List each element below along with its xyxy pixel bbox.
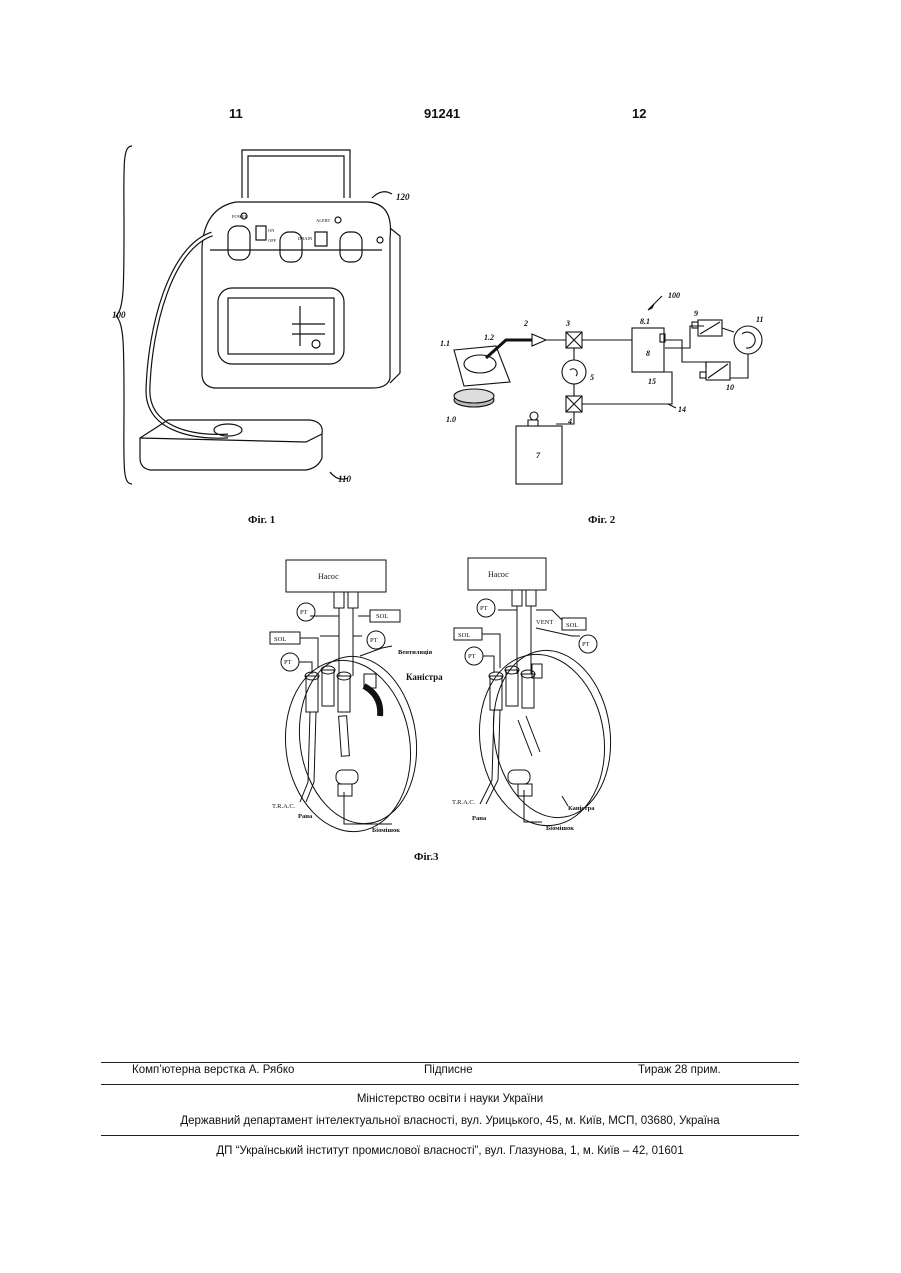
- left-wound-label: Рана: [298, 813, 313, 820]
- left-biobag-label: Біомішок: [372, 827, 400, 834]
- ref-100-fig2: 100: [668, 291, 680, 300]
- left-trac-label: T.R.A.C.: [272, 803, 296, 810]
- ref-120: 120: [396, 192, 410, 202]
- footer-rule-top: [101, 1062, 799, 1063]
- ref-100: 100: [112, 310, 126, 320]
- footer-ministry: Міністерство освіти і науки України: [101, 1093, 799, 1105]
- right-pt-3: PT: [468, 653, 476, 660]
- right-pt-1: PT: [480, 605, 488, 612]
- left-pump-label: Насос: [318, 572, 339, 581]
- left-sol-1: SOL: [376, 613, 388, 620]
- hose: [148, 234, 228, 436]
- ref-14: 14: [678, 405, 686, 414]
- right-biobag-label: Біомішок: [546, 825, 574, 832]
- right-pt-2: PT: [582, 641, 590, 648]
- fig2-caption: Фіг. 2: [588, 514, 615, 526]
- footer-department: Державний департамент інтелектуальної вл…: [101, 1115, 799, 1127]
- fig1-caption: Фіг. 1: [248, 514, 275, 526]
- label-drain: DRAIN: [298, 236, 313, 241]
- ref-7: 7: [536, 451, 541, 460]
- figure-3-canister-diagrams: Насос PT SOL SOL PT PT Вентиляція Каніст…: [262, 556, 622, 846]
- footer-layout-credit: Комп’ютерна верстка А. Рябко: [132, 1064, 294, 1076]
- ref-5: 5: [590, 373, 594, 382]
- ref-9: 9: [694, 309, 698, 318]
- figure-1-device-drawing: 100 120 110 POWER ON OFF ALERT DRAIN: [110, 138, 410, 498]
- ref-10: 10: [726, 383, 734, 392]
- ref-8-1: 8.1: [640, 317, 650, 326]
- ref-1-1: 1.1: [440, 339, 450, 348]
- patent-number: 91241: [424, 106, 460, 121]
- label-alert: ALERT: [316, 218, 330, 223]
- label-off: OFF: [268, 238, 277, 243]
- left-pt-3: PT: [284, 659, 292, 666]
- ref-1-0: 1.0: [446, 415, 456, 424]
- page-number-right: 12: [632, 106, 646, 121]
- ref-3: 3: [565, 319, 570, 328]
- fig3-caption: Фіг.3: [414, 851, 439, 863]
- right-canister-label: Каністра: [568, 805, 595, 812]
- left-pt-1: PT: [300, 609, 308, 616]
- footer-rule-bottom: [101, 1135, 799, 1136]
- page-number-left: 11: [229, 106, 243, 121]
- ref-1-2: 1.2: [484, 333, 494, 342]
- left-vent-label: Вентиляція: [398, 649, 433, 656]
- ref-2: 2: [523, 319, 528, 328]
- ref-8: 8: [646, 349, 650, 358]
- figure-2-system-diagram: 100 1.1 1.2 1.0 2 3 5 4 7 8 8.1 15 14 9 …: [436, 282, 786, 492]
- right-vent-label: VENT: [536, 619, 553, 626]
- canister-window: [218, 288, 344, 364]
- left-canister-label: Каністра: [406, 672, 443, 682]
- left-pt-2: PT: [370, 637, 378, 644]
- right-wound-label: Рана: [472, 815, 487, 822]
- label-power: POWER: [232, 214, 248, 219]
- footer-signed: Підписне: [424, 1064, 473, 1076]
- right-pump-label: Насос: [488, 570, 509, 579]
- ref-11: 11: [756, 315, 764, 324]
- right-trac-label: T.R.A.C.: [452, 799, 476, 806]
- footer-circulation: Тираж 28 прим.: [638, 1064, 721, 1076]
- carry-handle: [242, 150, 350, 198]
- ref-15: 15: [648, 377, 656, 386]
- left-canister-body: [275, 652, 422, 840]
- ref-110: 110: [338, 474, 352, 484]
- left-sol-2: SOL: [274, 636, 286, 643]
- right-sol-2: SOL: [458, 632, 470, 639]
- right-sol-1: SOL: [566, 622, 578, 629]
- ref-4: 4: [567, 417, 572, 426]
- footer-rule-middle: [101, 1084, 799, 1085]
- label-on: ON: [268, 228, 275, 233]
- footer-institute: ДП “Український інститут промислової вла…: [101, 1145, 799, 1157]
